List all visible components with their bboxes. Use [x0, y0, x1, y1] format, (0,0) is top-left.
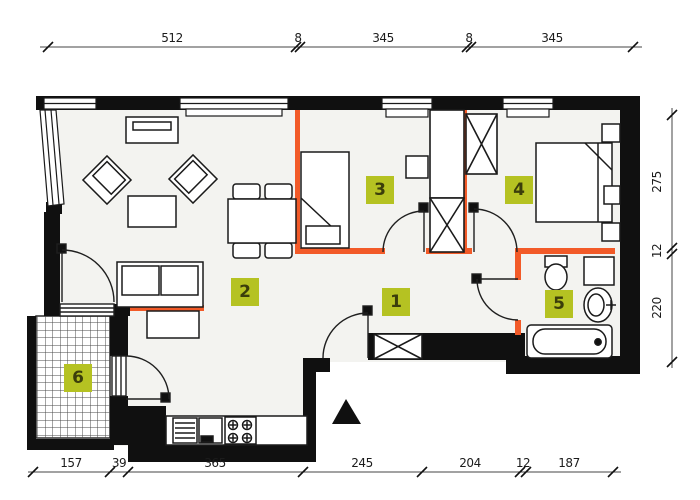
dim-bottom-7: 187 [558, 456, 580, 470]
wardrobe-room4 [465, 113, 498, 175]
window-room4 [502, 97, 554, 118]
dim-top-5: 345 [541, 31, 563, 45]
toilet [544, 255, 568, 291]
kitchen-sink [198, 417, 223, 444]
nightstand-room4-bottom [601, 222, 621, 242]
room-label-3: 3 [366, 176, 394, 204]
wardrobe-hall [373, 333, 423, 360]
wardrobe-niche-cabinet [429, 109, 465, 199]
furniture [81, 116, 621, 446]
nightstand-room4-middle [603, 185, 621, 205]
door-balcony-kitchen [111, 355, 171, 403]
dim-top-2: 8 [294, 31, 302, 45]
storage [373, 109, 498, 360]
dining-table-set [227, 183, 297, 259]
window-room3 [381, 97, 433, 118]
dim-top-1: 512 [161, 31, 183, 45]
windows [39, 97, 554, 207]
dim-bottom-5: 204 [459, 456, 481, 470]
doors [56, 202, 519, 403]
kitchen-hob [224, 416, 257, 445]
dimension-line-top [40, 41, 642, 53]
door-entrance [322, 305, 373, 359]
room-label-6: 6 [64, 364, 92, 392]
nightstand-room3 [405, 155, 429, 179]
dim-bottom-3: 365 [204, 456, 226, 470]
tv-cabinet [125, 116, 179, 144]
room-label-2: 2 [231, 278, 259, 306]
room-label-4: 4 [505, 176, 533, 204]
door-room4 [468, 202, 518, 253]
dimension-line-right [666, 108, 678, 368]
outer-walls [27, 96, 640, 462]
side-table [146, 310, 200, 339]
nightstand-room4-top [601, 123, 621, 143]
entrance-marker-icon [332, 399, 361, 424]
washbasin [583, 287, 616, 323]
wardrobe-niche-x [429, 197, 465, 253]
window-top-left [43, 97, 97, 110]
armchair-right [167, 153, 219, 205]
door-bathroom [471, 273, 519, 321]
dim-right-2: 12 [650, 243, 664, 259]
window-top-living [179, 97, 289, 117]
door-balcony-living [56, 243, 115, 317]
window-left-angled [39, 109, 65, 207]
dim-right-3: 220 [650, 297, 664, 319]
bed-room3 [300, 151, 350, 249]
dim-bottom-2: 39 [111, 456, 127, 470]
dim-bottom-4: 245 [351, 456, 373, 470]
washing-machine [583, 256, 615, 286]
dim-top-4: 8 [465, 31, 473, 45]
kitchen-counter [165, 415, 308, 446]
dim-right-1: 275 [650, 171, 664, 193]
room-label-5: 5 [545, 290, 573, 318]
room-label-1: 1 [382, 288, 410, 316]
bathtub [526, 324, 613, 359]
door-room3 [382, 202, 429, 253]
dim-bottom-6: 12 [515, 456, 531, 470]
coffee-table [127, 195, 177, 228]
sofa [116, 261, 204, 308]
dim-bottom-1: 157 [60, 456, 82, 470]
armchair-left [81, 154, 133, 206]
dimension-line-bottom [27, 466, 621, 478]
dim-top-3: 345 [372, 31, 394, 45]
bed-room4 [535, 142, 613, 223]
